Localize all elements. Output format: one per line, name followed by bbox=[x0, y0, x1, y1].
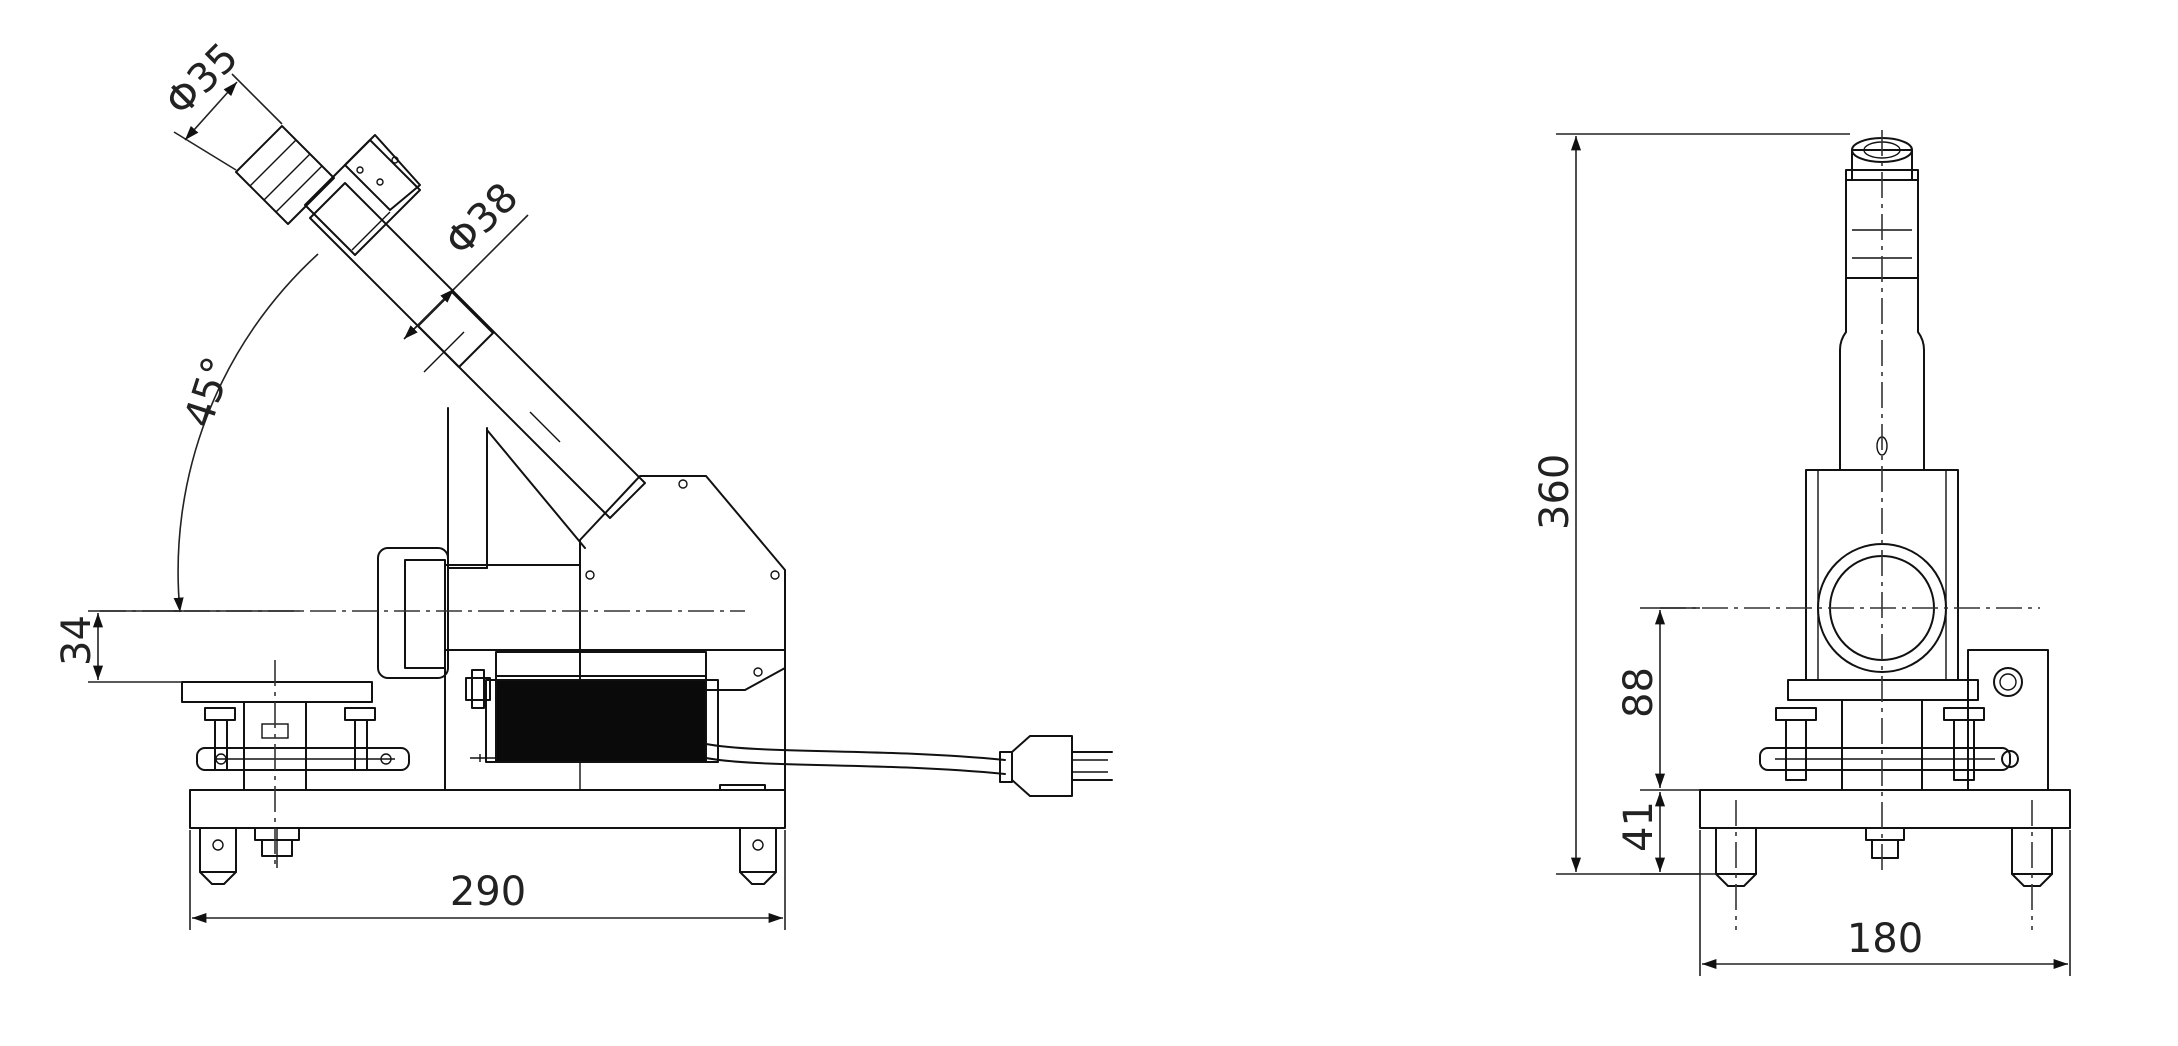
head-block bbox=[304, 134, 421, 256]
dim-base-width: 180 bbox=[1699, 830, 2071, 976]
dim-axis-height: 88 bbox=[1616, 607, 1700, 791]
dim-stage-height-label: 34 bbox=[54, 615, 100, 666]
dim-eyepiece-diameter: Φ35 bbox=[157, 34, 283, 171]
dim-tube-diameter-label: Φ38 bbox=[437, 174, 528, 265]
dim-base-width-label: 180 bbox=[1847, 916, 1923, 962]
dim-tilt-angle-label: 45° bbox=[176, 351, 242, 433]
dim-eyepiece-diameter-label: Φ35 bbox=[157, 34, 248, 125]
dim-base-height: 41 bbox=[1616, 792, 1700, 875]
body-column bbox=[377, 407, 786, 791]
stage-assembly bbox=[181, 660, 410, 870]
dim-base-height-label: 41 bbox=[1616, 801, 1662, 852]
dim-total-height-label: 360 bbox=[1532, 454, 1578, 530]
power-cord bbox=[705, 735, 1113, 797]
lamp-housing bbox=[465, 651, 719, 763]
eyepiece bbox=[235, 125, 335, 225]
dim-tilt-angle: 45° bbox=[168, 253, 319, 613]
front-base bbox=[1699, 789, 2071, 930]
front-stage bbox=[1759, 649, 2049, 791]
dim-axis-height-label: 88 bbox=[1616, 667, 1662, 718]
dim-tube-diameter: Φ38 bbox=[403, 174, 529, 340]
dim-base-length: 290 bbox=[189, 830, 786, 930]
dim-total-height: 360 bbox=[1532, 133, 1850, 875]
dim-stage-height: 34 bbox=[54, 610, 182, 683]
front-view: 360 88 41 180 bbox=[1532, 130, 2071, 976]
side-view: Φ35 Φ38 45° 34 290 bbox=[54, 34, 1113, 930]
inclined-tube bbox=[309, 182, 646, 519]
dim-base-length-label: 290 bbox=[450, 869, 526, 915]
